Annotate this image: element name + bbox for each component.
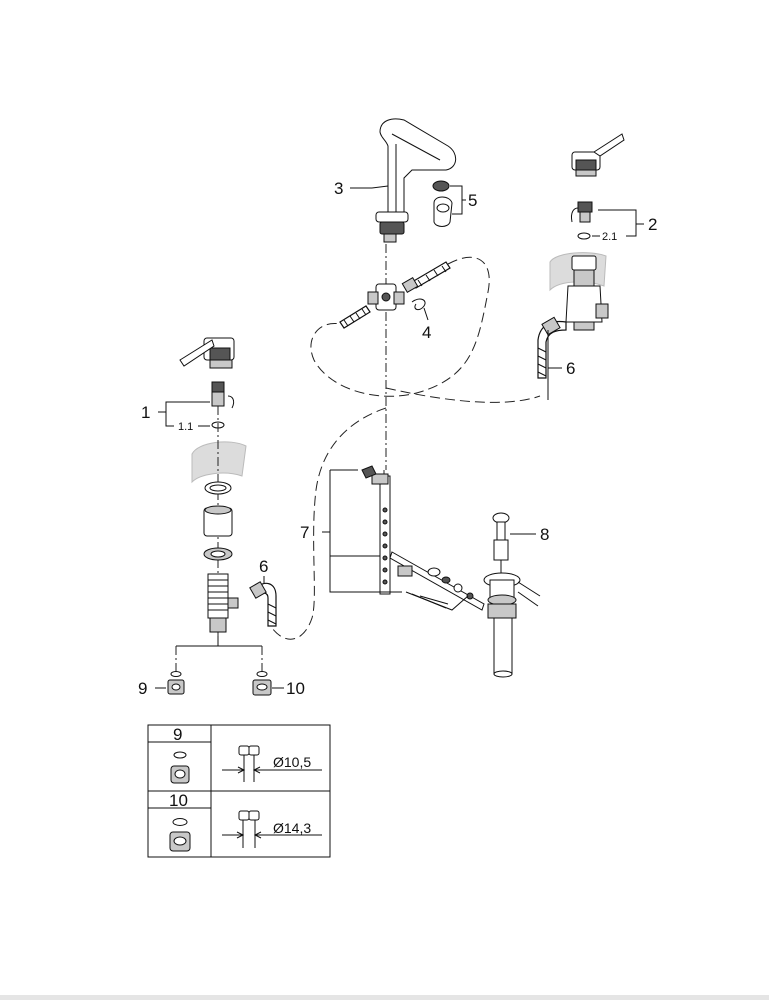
left-valve-assembly (179, 337, 247, 640)
label-2: 2 (648, 215, 657, 234)
callout-8: 8 (510, 525, 549, 544)
label-6-right: 6 (566, 359, 575, 378)
hose-6-right (537, 316, 567, 400)
drain-assembly (483, 512, 541, 678)
adapter-table: 9 Ø10,5 10 (147, 724, 331, 858)
hose-6-left (249, 581, 277, 627)
washer-icon (173, 751, 187, 759)
pipe-diameter: Ø10,5 (273, 754, 311, 770)
callout-5: 5 (450, 185, 477, 215)
callout-6-right: 6 (548, 359, 575, 378)
tee-hose-right (401, 261, 451, 294)
label-10: 10 (286, 679, 305, 698)
label-9: 9 (138, 679, 147, 698)
adapter-leader-lines (175, 636, 263, 672)
callout-7: 7 (300, 469, 402, 593)
callout-9: 9 (138, 679, 166, 698)
aerator-part (432, 180, 453, 227)
label-4: 4 (422, 323, 431, 342)
callout-1: 1 1.1 (141, 401, 210, 433)
table-row-number: 9 (173, 725, 182, 744)
callout-10: 10 (272, 679, 305, 698)
label-2-1: 2.1 (602, 231, 617, 243)
tee-connector (367, 244, 426, 470)
callout-2: 2 2.1 (592, 209, 657, 243)
table-row-number: 10 (169, 791, 188, 810)
callout-4: 4 (422, 307, 431, 342)
washer-icon (172, 818, 188, 826)
hose-route-right-return (385, 387, 541, 403)
pipe-diameter: Ø14,3 (273, 820, 311, 836)
hose-route-right (310, 256, 490, 397)
callout-3: 3 (334, 179, 372, 198)
adapter-10 (252, 671, 272, 696)
pipe-diameter-icon (222, 745, 322, 782)
callout-6-left: 6 (259, 557, 268, 584)
label-7: 7 (300, 523, 309, 542)
label-1: 1 (141, 403, 150, 422)
adapter-9 (167, 671, 185, 695)
right-valve-assembly (549, 133, 625, 331)
hose-route-left (271, 407, 387, 640)
pipe-diameter-icon (222, 810, 322, 848)
tee-hose-left (339, 305, 371, 329)
lift-rod-assembly (361, 465, 485, 611)
table-row: 9 Ø10,5 (170, 725, 322, 784)
table-row: 10 Ø14,3 (169, 791, 322, 852)
spout-assembly (371, 118, 457, 243)
label-3: 3 (334, 179, 343, 198)
label-5: 5 (468, 191, 477, 210)
label-8: 8 (540, 525, 549, 544)
label-1-1: 1.1 (178, 421, 193, 433)
bottom-bar (0, 995, 769, 1000)
label-6-left: 6 (259, 557, 268, 576)
